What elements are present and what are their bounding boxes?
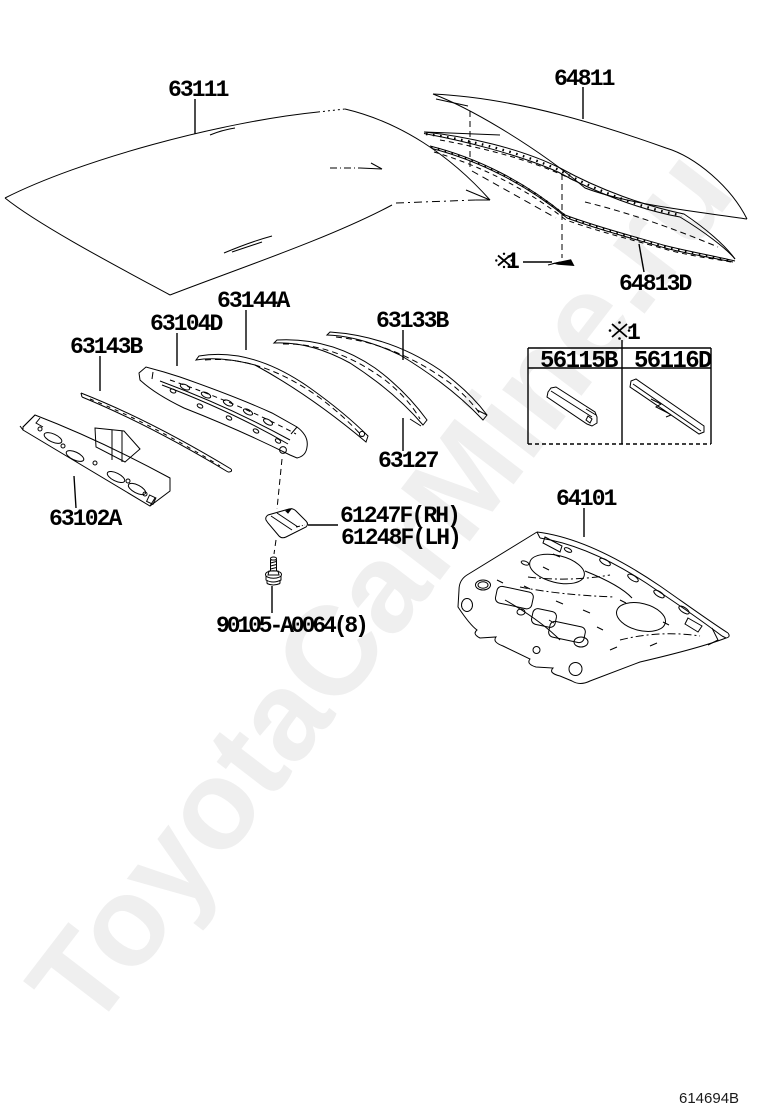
svg-text:90105-A0064(8): 90105-A0064(8) (216, 613, 366, 639)
svg-text:63104D: 63104D (150, 311, 223, 337)
svg-text:63127: 63127 (378, 448, 439, 474)
svg-text:63102A: 63102A (49, 506, 123, 532)
svg-text:63133B: 63133B (376, 308, 450, 334)
svg-text:64101: 64101 (556, 486, 617, 512)
svg-text:64811: 64811 (554, 66, 615, 92)
svg-text:1: 1 (627, 320, 640, 346)
svg-text:56116D: 56116D (634, 348, 712, 375)
svg-text:63111: 63111 (168, 77, 229, 103)
svg-text:61247F(RH): 61247F(RH) (340, 503, 459, 529)
svg-text:56115B: 56115B (540, 348, 618, 375)
svg-text:63144A: 63144A (217, 288, 291, 314)
svg-text:64813D: 64813D (619, 271, 692, 297)
svg-text:63143B: 63143B (70, 334, 144, 360)
svg-text:61248F(LH): 61248F(LH) (341, 525, 460, 551)
svg-text:1: 1 (506, 249, 519, 275)
svg-text:614694B: 614694B (679, 1090, 739, 1107)
